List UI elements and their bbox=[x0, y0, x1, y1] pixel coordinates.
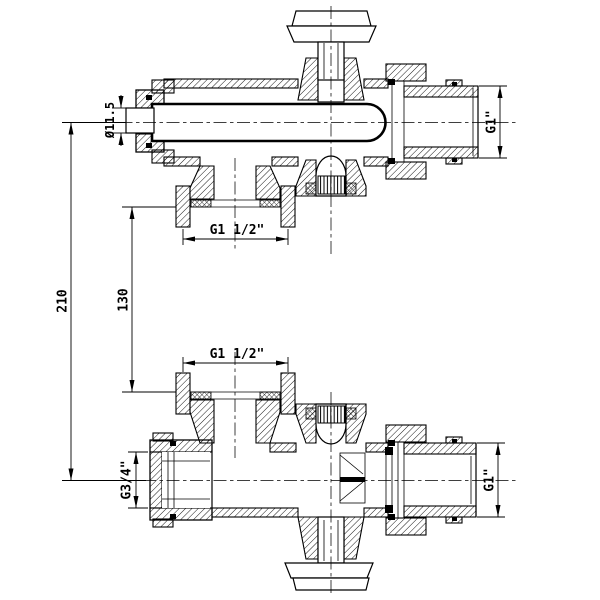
dim-label-flange-spacing: 130 bbox=[117, 288, 132, 312]
inlet-cap bbox=[149, 432, 213, 528]
dim-label-bottom-outlet: G1" bbox=[483, 468, 498, 491]
check-valve-cone bbox=[339, 447, 393, 513]
dim-overall-length: 210 bbox=[56, 122, 146, 481]
drain-plug-bottom-view bbox=[295, 403, 367, 445]
dim-top-flange-thread: G1 1/2" bbox=[182, 223, 289, 245]
dim-label-top-outlet: G1" bbox=[485, 110, 500, 133]
dim-label-bottom-inlet: G3/4" bbox=[120, 460, 135, 499]
dim-top-outlet-thread: G1" bbox=[479, 85, 507, 159]
spindle-tip bbox=[125, 107, 155, 134]
plug-thread bbox=[317, 175, 346, 195]
dim-spindle-diameter: Ø11.5 bbox=[103, 95, 127, 146]
union-nut-bottom-view bbox=[385, 424, 427, 536]
dim-flange-face-spacing: 130 bbox=[117, 206, 176, 393]
top-view bbox=[96, 6, 516, 254]
dim-bottom-inlet-thread: G3/4" bbox=[120, 451, 148, 509]
outlet-thread-bottom-view bbox=[403, 436, 477, 524]
plug-thread bbox=[317, 405, 346, 424]
dim-bottom-flange-thread: G1 1/2" bbox=[182, 347, 289, 372]
outlet-thread-top-view bbox=[403, 79, 479, 165]
valve-body-bottom-view bbox=[211, 442, 389, 518]
dim-label-top-flange: G1 1/2" bbox=[210, 223, 265, 238]
dim-label-overall-length: 210 bbox=[56, 289, 71, 313]
dim-bottom-outlet-thread: G1" bbox=[477, 442, 505, 518]
dim-label-bottom-flange: G1 1/2" bbox=[210, 347, 265, 362]
dim-label-spindle-diameter: Ø11.5 bbox=[103, 102, 117, 139]
bottom-view bbox=[96, 352, 516, 596]
